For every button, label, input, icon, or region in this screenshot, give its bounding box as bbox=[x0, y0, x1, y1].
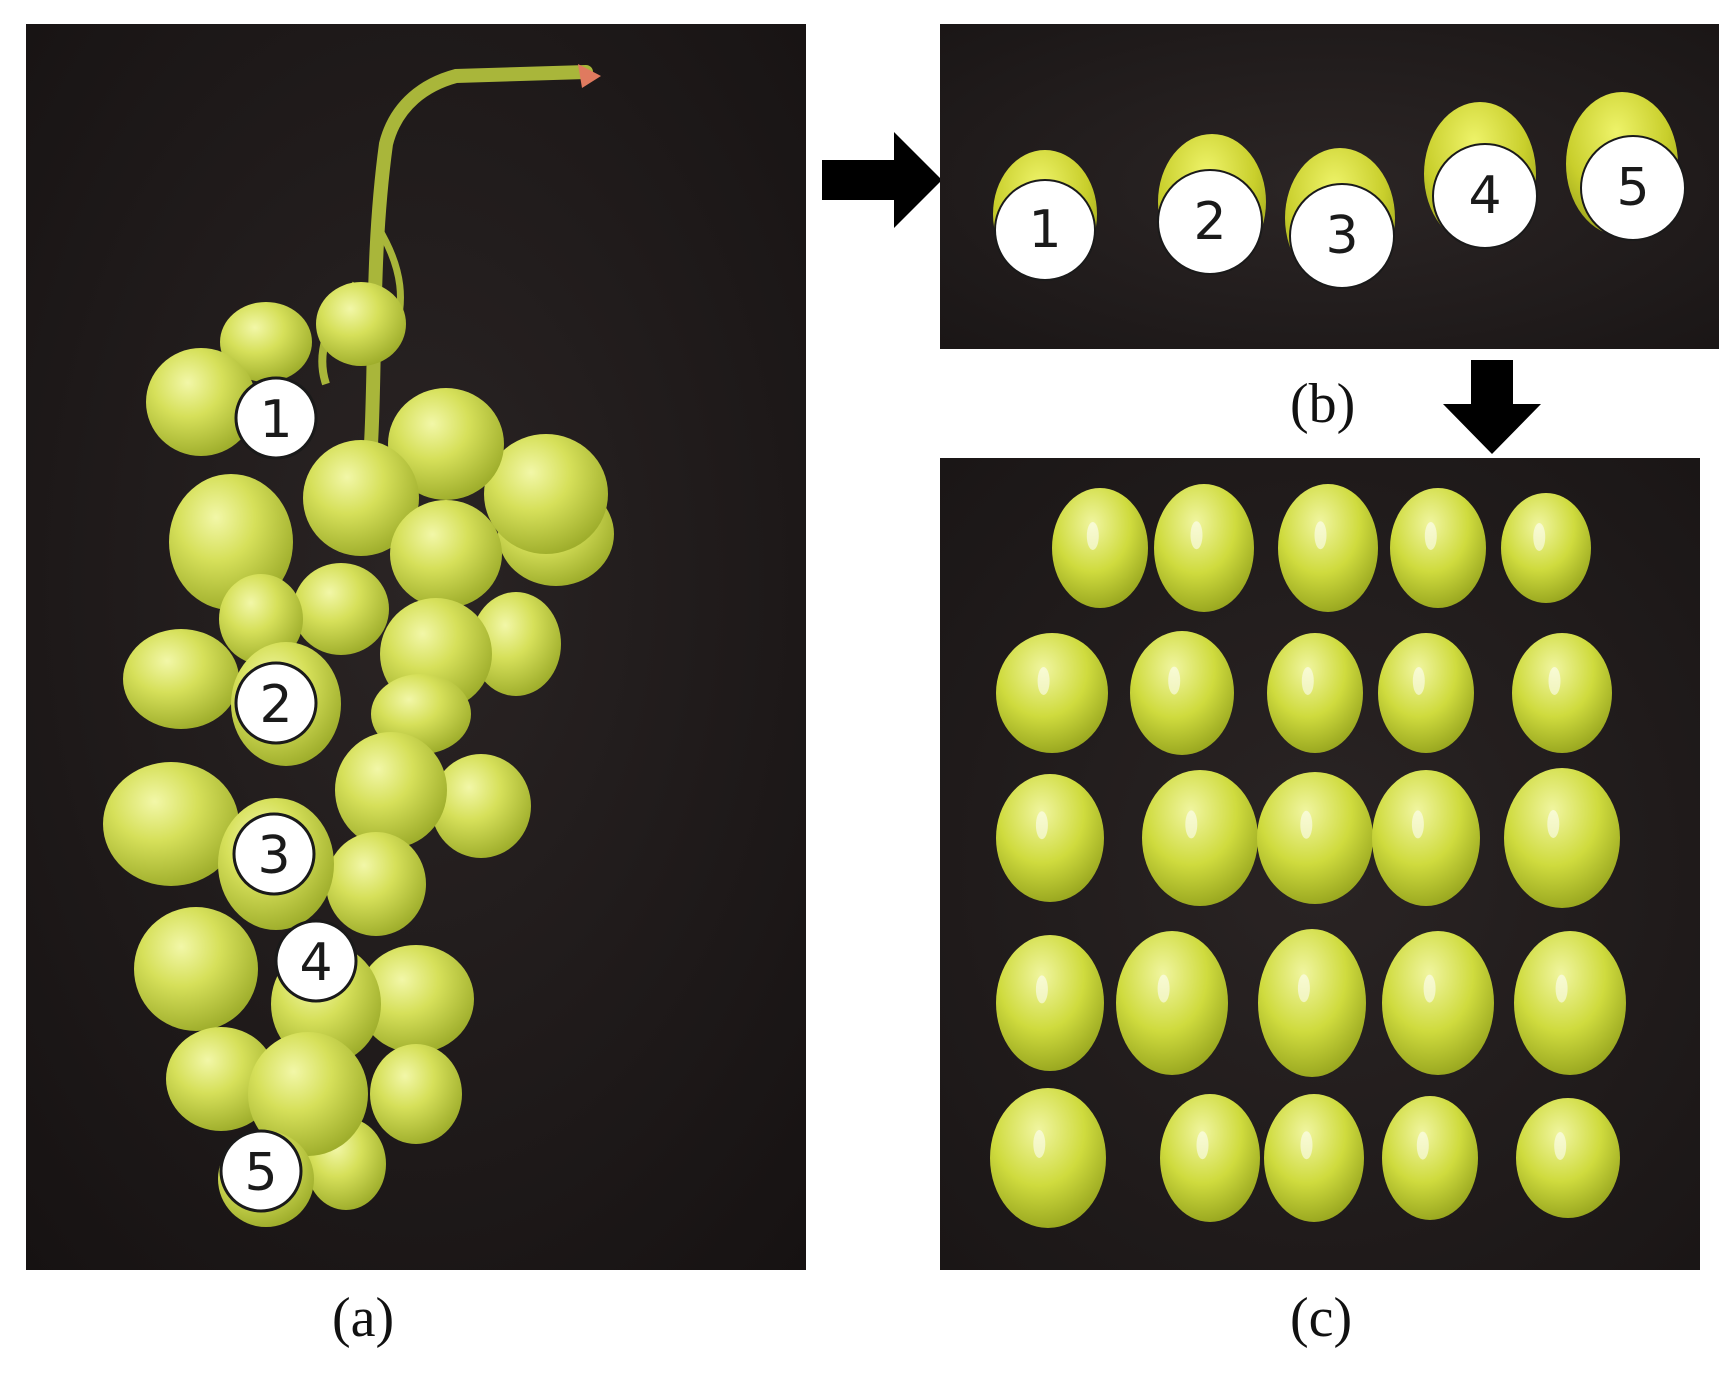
berry-highlight bbox=[1300, 1131, 1313, 1160]
marker-a-1: 1 bbox=[234, 376, 318, 460]
svg-text:4: 4 bbox=[1468, 166, 1501, 226]
berry-highlight bbox=[1300, 810, 1313, 839]
berry-highlight bbox=[1190, 521, 1203, 550]
berry-highlight bbox=[1533, 523, 1546, 551]
svg-text:3: 3 bbox=[1325, 206, 1358, 266]
berry-highlight bbox=[1547, 810, 1560, 838]
berry-grid bbox=[990, 484, 1626, 1228]
svg-text:4: 4 bbox=[299, 933, 332, 993]
svg-text:2: 2 bbox=[259, 675, 292, 735]
berry-r1-c4 bbox=[1390, 488, 1486, 608]
marker-a-2: 2 bbox=[234, 661, 318, 745]
photo-selected-grapes: 1 2 3 4 5 bbox=[940, 24, 1719, 349]
berry-r5-c2 bbox=[1160, 1094, 1260, 1222]
berry-r2-c1 bbox=[996, 633, 1108, 753]
berry-r2-c4 bbox=[1378, 633, 1474, 753]
berry-r3-c2 bbox=[1142, 770, 1258, 906]
berry-highlight bbox=[1301, 667, 1314, 695]
berry-highlight bbox=[1548, 667, 1561, 695]
berry-r2-c2 bbox=[1130, 631, 1234, 755]
photo-berry-grid bbox=[940, 458, 1700, 1270]
berry-highlight bbox=[1035, 975, 1048, 1004]
caption-b: (b) bbox=[1290, 373, 1356, 435]
berry-highlight bbox=[1411, 810, 1424, 839]
marker-a-4: 4 bbox=[274, 919, 358, 1003]
berry-r3-c4 bbox=[1372, 770, 1480, 906]
berry-r2-c3 bbox=[1267, 633, 1363, 753]
berry-highlight bbox=[1555, 974, 1568, 1003]
berry-highlight bbox=[1416, 1131, 1429, 1160]
berry-r3-c5 bbox=[1504, 768, 1620, 908]
svg-text:5: 5 bbox=[1616, 158, 1649, 218]
caption-a: (a) bbox=[332, 1287, 395, 1349]
berry-highlight bbox=[1033, 1130, 1046, 1158]
berry-r3-c1 bbox=[996, 774, 1104, 902]
grape-b-3: 3 bbox=[1285, 148, 1395, 289]
marker-a-5: 5 bbox=[219, 1129, 303, 1213]
berry-highlight bbox=[1185, 810, 1198, 839]
berry-highlight bbox=[1424, 522, 1437, 550]
berry-highlight bbox=[1412, 667, 1425, 695]
berry-r5-c1 bbox=[990, 1088, 1106, 1228]
grape-b-2: 2 bbox=[1157, 134, 1266, 275]
berry-r5-c5 bbox=[1516, 1098, 1620, 1218]
arrow-right-icon bbox=[822, 132, 942, 228]
grape-b-4: 4 bbox=[1424, 102, 1538, 249]
berry-r4-c1 bbox=[996, 935, 1104, 1071]
berry-highlight bbox=[1037, 667, 1050, 695]
grape-b-1: 1 bbox=[993, 150, 1097, 281]
svg-text:1: 1 bbox=[1028, 200, 1061, 260]
berry-r1-c5 bbox=[1501, 493, 1591, 603]
berry-highlight bbox=[1035, 811, 1048, 840]
berry-r4-c2 bbox=[1116, 931, 1228, 1075]
berry-r1-c2 bbox=[1154, 484, 1254, 612]
grape-b-5: 5 bbox=[1566, 92, 1686, 241]
berry-r1-c1 bbox=[1052, 488, 1148, 608]
photo-grape-bunch: 1 2 3 4 5 bbox=[26, 24, 806, 1270]
berry-highlight bbox=[1423, 974, 1436, 1003]
marker-a-3: 3 bbox=[232, 812, 316, 896]
berry-r5-c3 bbox=[1264, 1094, 1364, 1222]
berry-highlight bbox=[1168, 666, 1181, 695]
svg-text:5: 5 bbox=[244, 1143, 277, 1203]
arrow-down-icon bbox=[1443, 360, 1541, 454]
berry-highlight bbox=[1086, 522, 1099, 550]
stem-tip bbox=[578, 64, 601, 88]
svg-text:3: 3 bbox=[257, 826, 290, 886]
grape-stem bbox=[364, 65, 593, 451]
caption-c: (c) bbox=[1290, 1287, 1353, 1349]
berry-r4-c5 bbox=[1514, 931, 1626, 1075]
berry-r5-c4 bbox=[1382, 1096, 1478, 1220]
berry-highlight bbox=[1157, 974, 1170, 1003]
berry-highlight bbox=[1314, 521, 1327, 550]
berry-highlight bbox=[1297, 974, 1310, 1003]
berry-r3-c3 bbox=[1257, 772, 1373, 904]
svg-text:2: 2 bbox=[1193, 192, 1226, 252]
berry-highlight bbox=[1554, 1132, 1567, 1160]
berry-r4-c4 bbox=[1382, 931, 1494, 1075]
svg-text:1: 1 bbox=[259, 390, 292, 450]
berry-highlight bbox=[1196, 1131, 1209, 1160]
berry-r2-c5 bbox=[1512, 633, 1612, 753]
berry-r1-c3 bbox=[1278, 484, 1378, 612]
berry-r4-c3 bbox=[1258, 929, 1366, 1077]
